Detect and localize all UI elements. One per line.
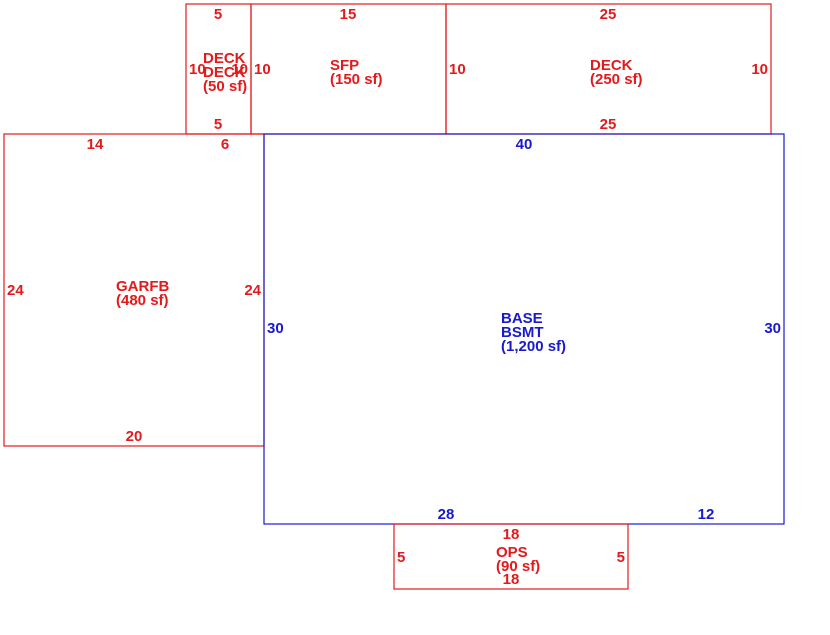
base-right-dim: 30: [764, 320, 781, 337]
ops-left-dim: 5: [397, 549, 405, 566]
deck-large-name: DECK: [590, 57, 633, 74]
base-left-dim: 30: [267, 320, 284, 337]
base-name: BASE: [501, 310, 543, 327]
deck-small-bottom-dim: 5: [214, 116, 222, 133]
ops-area[interactable]: 18 18 5 5 OPS (90 sf): [393, 523, 629, 590]
deck-small-area-label: (50 sf): [203, 78, 247, 95]
sfp-left-dim: 10: [254, 61, 271, 78]
base-top-dim: 40: [516, 136, 533, 153]
base-bottom-right-dim: 12: [698, 506, 715, 523]
sfp-top-dim: 15: [340, 6, 357, 23]
deck-small-right-dim: 10: [231, 61, 248, 78]
deck-large-left-dim: 10: [449, 61, 466, 78]
garfb-area[interactable]: 14 6 20 24 24 GARFB (480 sf): [3, 133, 265, 447]
deck-large-bottom-dim: 25: [600, 116, 617, 133]
sfp-area[interactable]: 15 10 SFP (150 sf): [250, 3, 447, 135]
base-area[interactable]: 40 30 30 28 12 BASE BSMT (1,200 sf): [263, 133, 785, 525]
ops-right-dim: 5: [617, 549, 625, 566]
garfb-right-dim: 24: [244, 282, 261, 299]
garfb-area-label: (480 sf): [116, 292, 169, 309]
sfp-name: SFP: [330, 57, 359, 74]
base-subname: BSMT: [501, 324, 544, 341]
base-bottom-left-dim: 28: [438, 506, 455, 523]
deck-large-area[interactable]: 25 25 10 10 DECK (250 sf): [445, 3, 772, 135]
garfb-top-right-dim: 6: [221, 136, 229, 153]
ops-area-label: (90 sf): [496, 558, 540, 575]
deck-large-top-dim: 25: [600, 6, 617, 23]
garfb-name: GARFB: [116, 278, 169, 295]
deck-large-area-label: (250 sf): [590, 71, 643, 88]
ops-top-dim: 18: [503, 526, 520, 543]
deck-small-name-overlap: DECK: [203, 64, 246, 81]
deck-small-name: DECK: [203, 50, 246, 67]
deck-large-right-dim: 10: [751, 61, 768, 78]
ops-bottom-dim: 18: [503, 571, 520, 588]
base-area-label: (1,200 sf): [501, 338, 566, 355]
garfb-bottom-dim: 20: [126, 428, 143, 445]
deck-small-top-dim: 5: [214, 6, 222, 23]
garfb-top-left-dim: 14: [87, 136, 104, 153]
ops-outline: [393, 523, 629, 590]
ops-name: OPS: [496, 544, 528, 561]
deck-small-area[interactable]: 5 5 10 10 DECK DECK (50 sf): [185, 3, 252, 135]
deck-small-left-dim: 10: [189, 61, 206, 78]
sfp-area-label: (150 sf): [330, 71, 383, 88]
garfb-left-dim: 24: [7, 282, 24, 299]
